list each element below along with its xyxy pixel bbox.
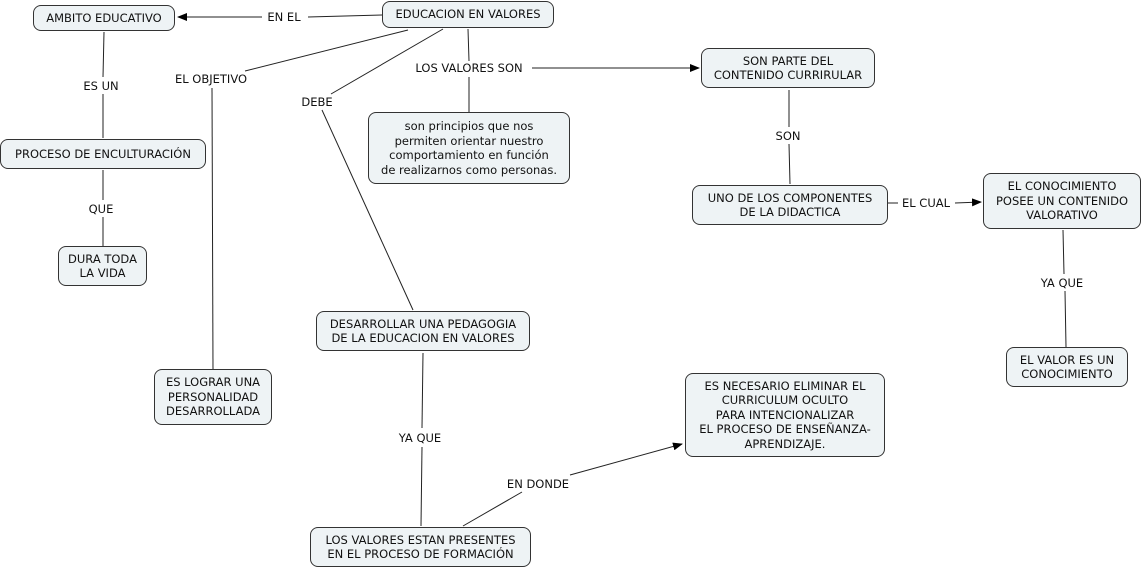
link-label-en-donde: EN DONDE [504, 477, 572, 491]
link-label-es-un: ES UN [81, 79, 121, 93]
link-label-ya-que-1: YA QUE [396, 431, 444, 445]
edge-conocimiento-ya-que [1062, 229, 1065, 275]
edge-educacion-debe [330, 28, 444, 95]
edge-educacion-en-el [307, 14, 383, 18]
edge-en-donde-eliminar [569, 442, 683, 476]
edge-desarrollar-ya-que [421, 352, 424, 429]
edge-debe-desarrollar [321, 109, 414, 311]
edge-ya-que-valor [1064, 290, 1067, 348]
link-label-ya-que-2: YA QUE [1038, 276, 1086, 290]
link-label-en-el: EN EL [265, 10, 303, 24]
concept-proceso-enculturacion[interactable]: PROCESO DE ENCULTURACIÓN [0, 139, 206, 169]
edge-educacion-objetivo [244, 29, 409, 72]
link-label-el-objetivo: EL OBJETIVO [172, 72, 250, 86]
concept-parte-contenido[interactable]: SON PARTE DEL CONTENIDO CURRIRULAR [701, 48, 875, 88]
edge-ambito-es-un [102, 31, 105, 78]
edge-objetivo-es-lograr [211, 87, 214, 371]
concept-dura-toda-la-vida[interactable]: DURA TODA LA VIDA [58, 246, 147, 286]
concept-eliminar-curriculum[interactable]: ES NECESARIO ELIMINAR EL CURRICULUM OCUL… [685, 373, 885, 457]
concept-es-lograr-personalidad[interactable]: ES LOGRAR UNA PERSONALIDAD DESARROLLADA [154, 369, 272, 425]
edge-valores-en-donde [462, 491, 523, 527]
edge-educacion-valores-son [467, 28, 470, 62]
link-label-los-valores-son: LOS VALORES SON [413, 61, 525, 75]
concept-principios[interactable]: son principios que nos permiten orientar… [368, 112, 570, 184]
concept-valor-conocimiento[interactable]: EL VALOR ES UN CONOCIMIENTO [1006, 347, 1128, 387]
concept-conocimiento-valorativo[interactable]: EL CONOCIMIENTO POSEE UN CONTENIDO VALOR… [983, 173, 1141, 229]
link-label-el-cual: EL CUAL [899, 196, 953, 210]
concept-valores-presentes[interactable]: LOS VALORES ESTAN PRESENTES EN EL PROCES… [310, 527, 531, 567]
concept-educacion-en-valores[interactable]: EDUCACION EN VALORES [382, 1, 554, 28]
edge-son-componentes [788, 143, 791, 185]
concept-desarrollar-pedagogia[interactable]: DESARROLLAR UNA PEDAGOGIA DE LA EDUCACIO… [316, 311, 530, 351]
concept-ambito-educativo[interactable]: AMBITO EDUCATIVO [33, 5, 175, 31]
link-label-son: SON [773, 129, 803, 143]
concept-componentes-didactica[interactable]: UNO DE LOS COMPONENTES DE LA DIDACTICA [692, 185, 888, 225]
edge-ya-que-valores [420, 446, 423, 527]
link-label-debe: DEBE [299, 95, 335, 109]
link-label-que: QUE [86, 202, 116, 216]
edge-el-cual-conocimiento [954, 198, 982, 207]
